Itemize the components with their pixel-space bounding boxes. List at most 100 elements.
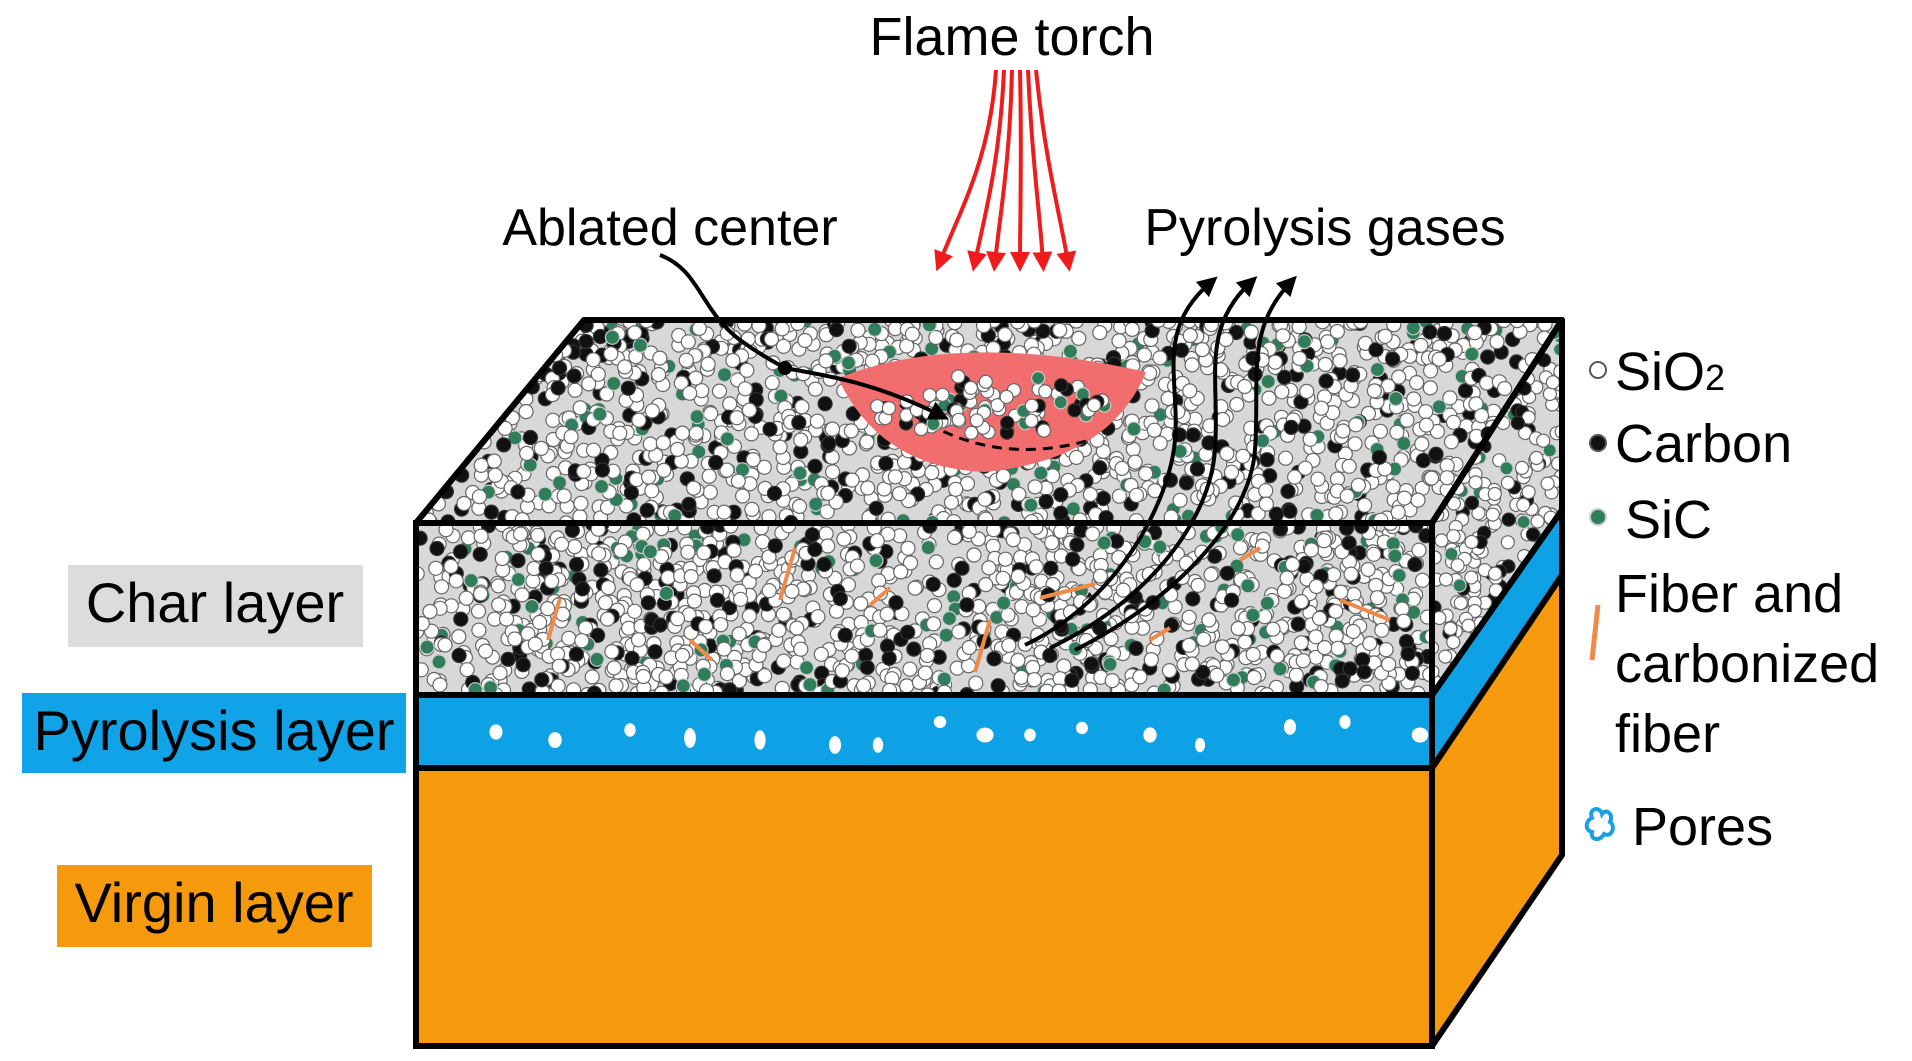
sic-particle xyxy=(1542,443,1557,458)
sio2-particle xyxy=(1489,334,1505,350)
carbon-particle xyxy=(837,627,853,643)
sio2-particle xyxy=(1485,507,1500,522)
sio2-particle xyxy=(1516,497,1531,512)
sio2-particle xyxy=(1026,672,1042,688)
carbon-particle xyxy=(1272,523,1289,537)
sio2-particle xyxy=(514,587,530,603)
sio2-particle xyxy=(902,555,919,571)
carbon-particle xyxy=(1083,656,1099,672)
sic-particle xyxy=(1516,514,1531,530)
sic-particle xyxy=(1245,607,1261,623)
carbon-particle xyxy=(1342,661,1358,677)
sio2-particle xyxy=(1308,578,1324,595)
sio2-particle xyxy=(1432,640,1440,656)
sio2-particle xyxy=(650,367,667,383)
carbon-particle xyxy=(451,647,467,664)
carbon-particle xyxy=(1069,537,1085,553)
sio2-particle xyxy=(1471,506,1486,521)
sio2-particle xyxy=(763,331,780,347)
sic-particle xyxy=(689,409,705,425)
sio2-particle xyxy=(713,617,729,633)
sio2-particle xyxy=(711,383,728,399)
sio2-particle xyxy=(626,603,643,619)
carbon-particle xyxy=(1356,664,1372,680)
sio2-particle xyxy=(1104,672,1120,689)
sio2-particle xyxy=(997,327,1013,343)
pyrolysis-gas-arrows xyxy=(1024,275,1297,652)
sic-particle xyxy=(589,651,605,667)
sio2-particle xyxy=(1418,417,1435,433)
sio2-particle xyxy=(926,597,943,614)
sio2-particle xyxy=(754,534,771,550)
carbon-particle xyxy=(954,560,970,576)
carbon-particle xyxy=(620,380,636,396)
sio2-particle xyxy=(1418,404,1434,420)
sio2-particle xyxy=(1138,466,1154,482)
sio2-particle xyxy=(772,439,788,455)
sic-particle xyxy=(1240,578,1256,594)
sio2-particle xyxy=(603,346,619,362)
sic-particle xyxy=(1023,497,1039,513)
sio2-particle xyxy=(978,576,994,593)
sio2-particle xyxy=(1071,330,1087,346)
sio2-particle xyxy=(1230,620,1246,637)
sio2-particle xyxy=(653,523,670,537)
carbon-particle xyxy=(1219,565,1236,581)
sio2-particle xyxy=(1317,356,1333,373)
carbon-particle xyxy=(1108,533,1125,549)
carbon-particle xyxy=(1422,324,1438,340)
pyrolysis-gases-label: Pyrolysis gases xyxy=(1144,199,1505,257)
sio2-particle xyxy=(1146,422,1163,438)
sio2-particle xyxy=(1010,568,1026,585)
sio2-particle xyxy=(1172,492,1188,508)
sio2-particle xyxy=(744,501,760,517)
carbon-particle xyxy=(639,502,655,518)
carbon-particle xyxy=(1095,490,1111,507)
carbon-particle xyxy=(522,429,539,446)
sio2-particle xyxy=(1529,450,1544,466)
pyrolysis-layer-label: Pyrolysis layer xyxy=(34,699,395,762)
carbon-particle xyxy=(510,484,526,500)
sio2-particle xyxy=(818,353,834,369)
sic-particle xyxy=(1033,465,1049,481)
carbon-particle xyxy=(1280,483,1296,499)
sio2-particle xyxy=(1203,566,1219,583)
sio2-particle xyxy=(473,586,489,602)
sio2-particle xyxy=(722,396,738,412)
sio2-particle xyxy=(925,616,942,632)
sio2-particle xyxy=(1442,390,1458,406)
carbon-particle xyxy=(807,541,823,558)
sio2-particle xyxy=(599,611,616,627)
sio2-particle xyxy=(1369,590,1386,606)
sio2-particle xyxy=(1284,556,1301,573)
sio2-particle xyxy=(774,321,790,337)
sio2-particle xyxy=(928,554,944,570)
sic-particle xyxy=(1499,461,1514,476)
sio2-particle xyxy=(1348,417,1364,433)
carbon-particle xyxy=(593,562,609,578)
sic-particle xyxy=(524,598,540,615)
carbon-particle xyxy=(1276,369,1293,385)
sio2-particle xyxy=(655,435,671,451)
sio2-particle xyxy=(1111,333,1127,349)
carbon-particle xyxy=(551,360,568,376)
sio2-particle xyxy=(893,564,909,580)
sio2-particle xyxy=(1286,469,1303,485)
sio2-particle xyxy=(1246,669,1262,686)
sio2-particle xyxy=(1223,464,1240,480)
sic-particle xyxy=(808,496,824,512)
sio2-particle xyxy=(660,569,676,586)
carbon-particle xyxy=(453,544,469,560)
sio2-particle xyxy=(1422,380,1438,396)
carbon-particle xyxy=(1065,551,1081,567)
sic-particle xyxy=(467,682,483,695)
sio2-particle xyxy=(784,583,800,600)
carbon-particle xyxy=(1371,449,1388,465)
sio2-particle xyxy=(999,389,1014,404)
pore xyxy=(1076,721,1088,735)
sic-particle xyxy=(696,666,712,683)
carbon-particle xyxy=(647,644,663,660)
sio2-particle xyxy=(1219,445,1235,462)
sio2-particle xyxy=(1316,533,1332,549)
sic-particle xyxy=(1388,391,1404,407)
